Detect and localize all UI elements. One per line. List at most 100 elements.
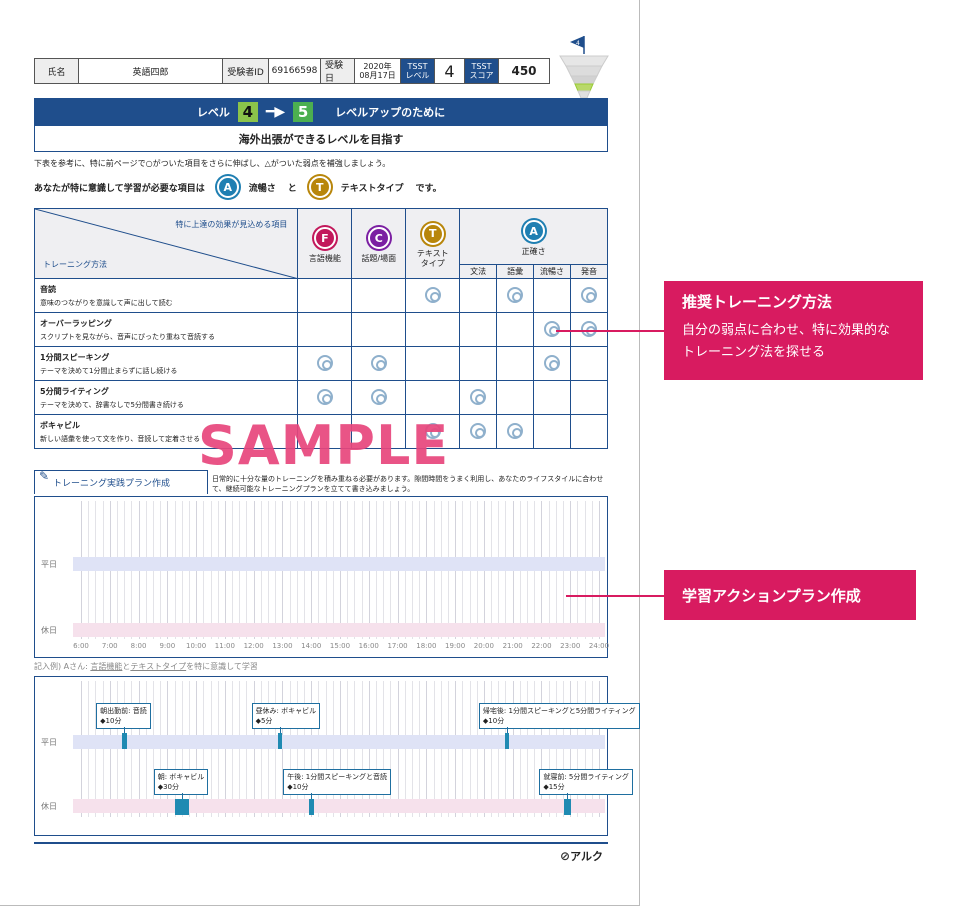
level-from-badge: 4 bbox=[237, 102, 258, 122]
hour-tick-label: 20:00 bbox=[473, 642, 494, 650]
fluency-badge-icon: A bbox=[216, 176, 239, 198]
col-header-text-type: T テキスト タイプ bbox=[405, 208, 461, 279]
level-up-banner: レベル 4 ━▶ 5 レベルアップのために bbox=[34, 98, 608, 126]
effect-cell bbox=[496, 312, 535, 347]
grid-line bbox=[527, 681, 529, 817]
annotation-connector-1 bbox=[556, 330, 664, 332]
effect-cell bbox=[351, 414, 407, 449]
grid-line bbox=[102, 681, 104, 817]
name-label: 氏名 bbox=[35, 59, 79, 83]
target-icon bbox=[424, 422, 441, 439]
grid-line bbox=[570, 681, 572, 817]
hour-tick-label: 15:00 bbox=[329, 642, 351, 650]
grid-line bbox=[332, 681, 334, 817]
id-value: 69166598 bbox=[269, 59, 321, 83]
grid-line bbox=[260, 681, 262, 817]
effect-cell bbox=[569, 346, 609, 381]
holiday-band bbox=[73, 623, 605, 637]
callout-pointer bbox=[567, 793, 569, 799]
hour-tick-label: 10:00 bbox=[186, 642, 207, 650]
effect-cell bbox=[297, 380, 353, 415]
banner-suffix: レベルアップのために bbox=[335, 106, 446, 119]
study-block bbox=[563, 799, 571, 815]
grid-line bbox=[469, 681, 471, 817]
plan-note: 日常的に十分な量のトレーニングを積み重ねる必要があります。隙間時間をうまく利用し… bbox=[212, 475, 604, 493]
goal-statement: 海外出張ができるレベルを目指す bbox=[34, 126, 608, 152]
effect-cell bbox=[405, 278, 461, 313]
grid-line bbox=[347, 681, 349, 817]
training-method-cell: ボキャビル新しい語彙を使って文を作り、音読して定着させる bbox=[33, 414, 299, 449]
grid-line bbox=[268, 681, 270, 817]
grid-line bbox=[440, 681, 442, 817]
table-row: 音読意味のつながりを意識して声に出して読む bbox=[33, 278, 609, 313]
training-method-cell: オーバーラッピングスクリプトを見ながら、音声にぴったり重ねて音読する bbox=[33, 312, 299, 347]
plan-callout: 帰宅後: 1分間スピーキングと5分間ライティング◆10分 bbox=[478, 703, 640, 729]
topic-badge-icon: C bbox=[367, 227, 390, 249]
plan-callout: 午後: 1分間スピーキングと音読◆10分 bbox=[283, 769, 392, 795]
effect-cell bbox=[496, 414, 535, 449]
weekday-label: 平日 bbox=[41, 738, 57, 747]
study-block bbox=[121, 733, 127, 749]
grid-line bbox=[203, 681, 205, 817]
alc-logo: ⊘アルク bbox=[560, 849, 603, 863]
target-icon bbox=[544, 320, 561, 337]
target-icon bbox=[370, 354, 387, 371]
callout-pointer bbox=[279, 727, 281, 733]
pencil-icon: ✎ bbox=[39, 469, 50, 483]
target-icon bbox=[507, 422, 524, 439]
table-row: 5分間ライティングテーマを決めて、辞書なしで5分間書き続ける bbox=[33, 380, 609, 415]
grid-line bbox=[361, 681, 363, 817]
name-value: 英語四郎 bbox=[79, 59, 223, 83]
effect-cell bbox=[569, 414, 609, 449]
table-row: 1分間スピーキングテーマを決めて1分間止まらずに話し続ける bbox=[33, 346, 609, 381]
grid-line bbox=[304, 681, 306, 817]
sub-header-pronunciation: 発音 bbox=[569, 264, 609, 279]
effect-cell bbox=[351, 278, 407, 313]
holiday-label: 休日 bbox=[41, 626, 57, 635]
target-icon bbox=[316, 354, 333, 371]
grid-line bbox=[368, 681, 370, 817]
examinee-info-bar: 氏名 英語四郎 受験者ID 69166598 受験日 2020年 08月17日 … bbox=[34, 58, 550, 84]
training-method-cell: 1分間スピーキングテーマを決めて1分間止まらずに話し続ける bbox=[33, 346, 299, 381]
grid-line bbox=[591, 681, 593, 817]
grid-line bbox=[239, 681, 241, 817]
grid-line bbox=[124, 681, 126, 817]
plan-callout: 就寝前: 5分間ライティング◆15分 bbox=[539, 769, 633, 795]
example-title: 記入例) Aさん: 言語機能とテキストタイプを特に意識して学習 bbox=[34, 662, 258, 671]
grid-line bbox=[419, 681, 421, 817]
effect-cell bbox=[496, 346, 535, 381]
plan-callout: 朝: ボキャビル◆30分 bbox=[153, 769, 209, 795]
target-icon bbox=[424, 286, 441, 303]
training-method-table: 特に上達の効果が見込める項目 トレーニング方法 F 言語機能 C 話題/場面 T… bbox=[33, 208, 609, 449]
grid-line bbox=[397, 681, 399, 817]
target-icon bbox=[507, 286, 524, 303]
grid-line bbox=[455, 681, 457, 817]
target-icon bbox=[470, 388, 487, 405]
grid-line bbox=[174, 681, 176, 817]
study-block bbox=[277, 733, 282, 749]
grid-line bbox=[462, 681, 464, 817]
sub-header-fluency: 流暢さ bbox=[533, 264, 571, 279]
callout-pointer bbox=[124, 727, 126, 733]
effect-cell bbox=[533, 380, 571, 415]
target-icon bbox=[580, 286, 597, 303]
plan-callout: 朝出勤前: 音読◆10分 bbox=[96, 703, 151, 729]
example-plan-grid: 平日 休日 朝出勤前: 音読◆10分昼休み: ボキャビル◆5分帰宅後: 1分間ス… bbox=[34, 676, 640, 836]
grid-line bbox=[81, 681, 82, 817]
effect-cell bbox=[405, 414, 461, 449]
date-value: 2020年 08月17日 bbox=[355, 59, 401, 83]
hour-tick-label: 12:00 bbox=[243, 642, 264, 650]
target-icon bbox=[316, 388, 333, 405]
grid-line bbox=[282, 681, 284, 817]
effect-cell bbox=[297, 278, 353, 313]
weekday-label: 平日 bbox=[41, 560, 57, 569]
text-type-header-badge-icon: T bbox=[421, 222, 444, 245]
weekday-band bbox=[73, 557, 605, 571]
effect-cell bbox=[351, 312, 407, 347]
grid-line bbox=[167, 681, 169, 817]
effect-cell bbox=[533, 278, 571, 313]
grid-line bbox=[577, 681, 579, 817]
table-row: ボキャビル新しい語彙を使って文を作り、音読して定着させる bbox=[33, 414, 609, 449]
grid-line bbox=[318, 681, 320, 817]
